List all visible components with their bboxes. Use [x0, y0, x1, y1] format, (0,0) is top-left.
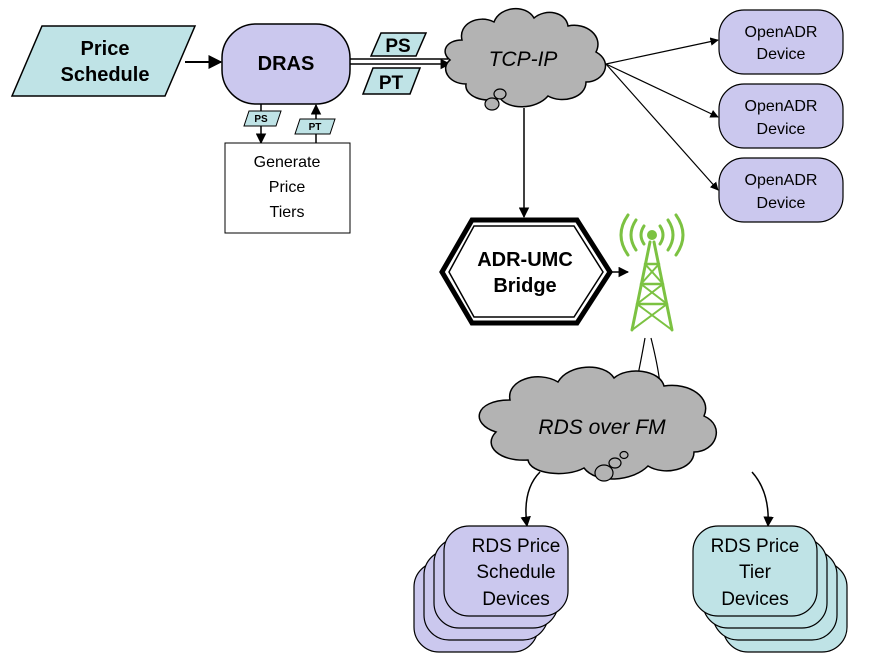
rds-schedule-line3: Devices — [482, 589, 550, 610]
price-schedule-node: Price Schedule — [10, 25, 197, 97]
rds-schedule-line2: Schedule — [476, 562, 555, 583]
arrow-rds-to-tier-devices — [751, 471, 774, 528]
ps-large-label: PS — [385, 36, 410, 57]
openadr-3-line2: Device — [757, 195, 806, 212]
ps-small-tag: PS — [243, 110, 282, 127]
adr-umc-bridge-node: ADR-UMC Bridge — [439, 217, 613, 326]
tcp-ip-cloud: TCP-IP — [444, 8, 607, 111]
openadr-1-line1: OpenADR — [745, 24, 818, 41]
openadr-device-2: OpenADR Device — [718, 83, 844, 149]
arrow-rds-to-schedule-devices — [520, 471, 541, 528]
dras-label: DRAS — [258, 53, 315, 75]
openadr-device-1: OpenADR Device — [718, 9, 844, 75]
generate-label-line3: Tiers — [270, 204, 305, 221]
generate-label-line2: Price — [269, 179, 306, 196]
arrow-tcpip-to-openadr-1 — [605, 37, 719, 65]
openadr-1-line2: Device — [757, 46, 806, 63]
pt-large-label: PT — [379, 73, 404, 94]
pt-large-tag: PT — [361, 67, 422, 95]
generate-price-tiers-node: Generate Price Tiers — [224, 142, 351, 234]
rds-tier-line2: Tier — [739, 562, 772, 583]
rds-price-tier-devices: RDS Price Tier Devices — [692, 525, 848, 653]
tcp-ip-label: TCP-IP — [489, 48, 558, 71]
bridge-label-line1: ADR-UMC — [477, 249, 573, 271]
rds-over-fm-cloud: RDS over FM — [478, 366, 717, 482]
ps-small-label: PS — [254, 114, 268, 125]
openadr-device-3: OpenADR Device — [718, 157, 844, 223]
radio-tower-icon — [619, 213, 685, 332]
arrow-tcpip-to-openadr-3 — [605, 63, 719, 191]
generate-label-line1: Generate — [254, 154, 321, 171]
price-schedule-label-line2: Schedule — [61, 64, 150, 86]
arrow-tcpip-to-openadr-2 — [605, 63, 719, 118]
openadr-2-line2: Device — [757, 121, 806, 138]
pt-small-label: PT — [309, 122, 322, 133]
openadr-3-line1: OpenADR — [745, 172, 818, 189]
dras-node: DRAS — [221, 23, 351, 105]
rds-schedule-line1: RDS Price — [472, 536, 561, 557]
bridge-label-line2: Bridge — [493, 275, 556, 297]
openadr-2-line1: OpenADR — [745, 98, 818, 115]
price-schedule-label-line1: Price — [81, 38, 130, 60]
pt-small-tag: PT — [294, 118, 336, 135]
rds-tier-line1: RDS Price — [711, 536, 800, 557]
rds-over-fm-label: RDS over FM — [538, 416, 666, 439]
ps-large-tag: PS — [369, 32, 428, 57]
rds-price-schedule-devices: RDS Price Schedule Devices — [413, 525, 569, 653]
rds-tier-line3: Devices — [721, 589, 789, 610]
